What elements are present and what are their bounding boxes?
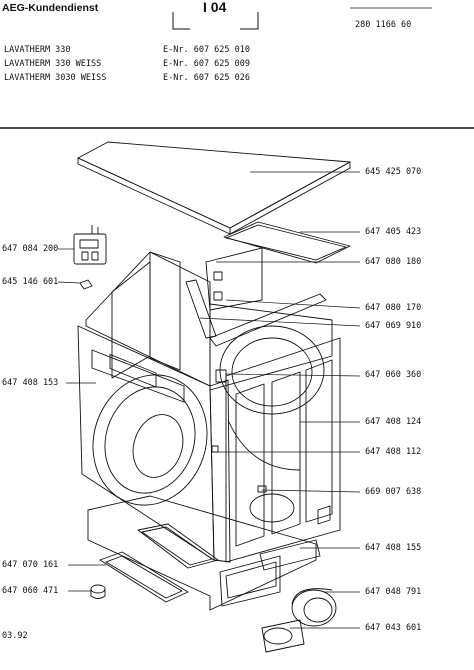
- part-label-left-3: 647 408 153: [2, 378, 59, 388]
- part-label-right-10: 647 408 155: [365, 543, 422, 553]
- part-label-right-5: 647 069 910: [365, 321, 422, 331]
- side-panel: [211, 337, 341, 563]
- small-clip: [79, 279, 93, 290]
- leader-lines: [57, 171, 361, 629]
- top-cover: [77, 141, 351, 235]
- model-name-3: LAVATHERM 3030 WEISS: [4, 73, 107, 83]
- rails: [185, 247, 327, 347]
- section-brackets: [172, 7, 432, 30]
- section-code: I 04: [203, 0, 227, 15]
- brand-title: AEG-Kundendienst: [2, 2, 99, 14]
- part-label-right-1: 645 425 070: [365, 167, 422, 177]
- part-label-left-5: 647 060 471: [2, 586, 59, 596]
- document-number: 280 1166 60: [355, 20, 412, 30]
- model-name-2: LAVATHERM 330 WEISS: [4, 59, 102, 69]
- part-label-right-3: 647 080 180: [365, 257, 422, 267]
- footer-date: 03.92: [2, 631, 28, 641]
- part-label-right-4: 647 080 170: [365, 303, 422, 313]
- part-label-right-7: 647 408 124: [365, 417, 422, 427]
- part-label-right-12: 647 043 601: [365, 623, 422, 633]
- model-name-1: LAVATHERM 330: [4, 45, 71, 55]
- part-label-right-11: 647 048 791: [365, 587, 422, 597]
- insulation-panel: [223, 221, 351, 264]
- part-label-right-9: 669 007 638: [365, 487, 422, 497]
- model-enr-3: E-Nr. 607 625 026: [163, 73, 250, 83]
- model-enr-2: E-Nr. 607 625 009: [163, 59, 250, 69]
- part-label-right-6: 647 060 360: [365, 370, 422, 380]
- model-enr-1: E-Nr. 607 625 010: [163, 45, 250, 55]
- cabinet: [77, 251, 231, 563]
- switch-module: [73, 225, 107, 265]
- part-label-right-8: 647 408 112: [365, 447, 422, 457]
- part-label-left-4: 647 070 161: [2, 560, 59, 570]
- part-label-right-2: 647 405 423: [365, 227, 422, 237]
- exhaust-duct: [261, 588, 337, 653]
- part-label-left-2: 645 146 601: [2, 277, 59, 287]
- base: [87, 495, 321, 611]
- filter-drawer: [99, 551, 189, 603]
- foot: [90, 584, 106, 599]
- part-label-left-1: 647 084 200: [2, 244, 59, 254]
